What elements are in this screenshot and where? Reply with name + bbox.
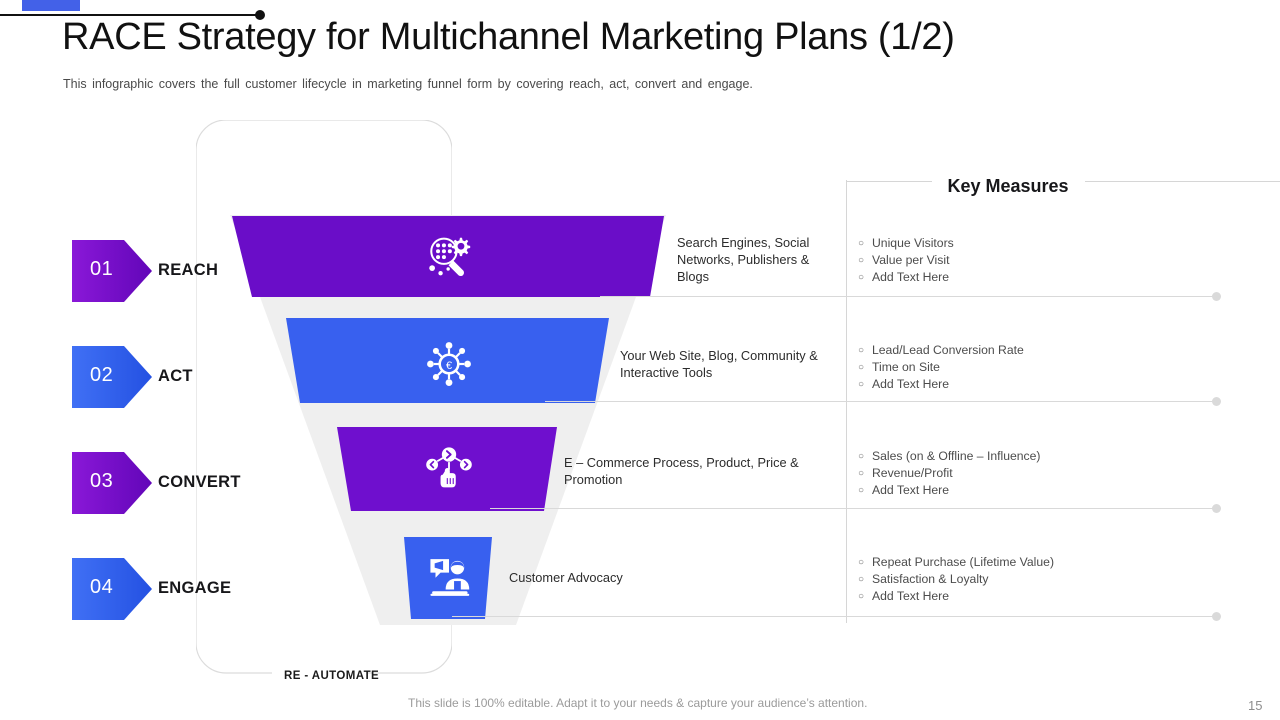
bullet-icon: ○ — [858, 379, 865, 390]
page-subtitle: This infographic covers the full custome… — [63, 77, 753, 91]
chevron-shape — [72, 240, 152, 302]
list-item-label: Satisfaction & Loyalty — [872, 572, 989, 586]
funnel-graphic — [230, 215, 666, 625]
list-item: ○ Value per Visit — [858, 253, 954, 268]
key-measures-divider-dot-1 — [1212, 292, 1221, 301]
list-item: ○ Repeat Purchase (Lifetime Value) — [858, 555, 1054, 570]
list-item-label: Add Text Here — [872, 589, 950, 603]
chevron-shape — [72, 558, 152, 620]
list-item: ○ Revenue/Profit — [858, 466, 1040, 481]
list-item: ○ Sales (on & Offline – Influence) — [858, 449, 1040, 464]
stage-description-reach: Search Engines, Social Networks, Publish… — [677, 235, 810, 285]
footer-note: This slide is 100% editable. Adapt it to… — [408, 696, 868, 710]
step-label-engage: ENGAGE — [158, 579, 232, 597]
step-label-act: ACT — [158, 367, 193, 385]
bullet-icon: ○ — [858, 468, 865, 479]
step-number: 04 — [90, 576, 114, 598]
key-measures-divider-3 — [490, 508, 1216, 509]
re-automate-label: RE - AUTOMATE — [284, 670, 380, 682]
list-item-label: Value per Visit — [872, 253, 950, 267]
step-label-reach: REACH — [158, 261, 219, 279]
key-measures-group-reach: ○ Unique Visitors ○ Value per Visit ○ Ad… — [858, 236, 954, 287]
step-number: 03 — [90, 470, 114, 492]
bullet-icon: ○ — [858, 557, 865, 568]
list-item: ○ Lead/Lead Conversion Rate — [858, 343, 1024, 358]
step-label-convert: CONVERT — [158, 473, 241, 491]
bullet-icon: ○ — [858, 591, 865, 602]
bullet-icon: ○ — [858, 255, 865, 266]
bullet-icon: ○ — [858, 451, 865, 462]
list-item-label: Unique Visitors — [872, 236, 954, 250]
page-number: 15 — [1248, 698, 1263, 713]
bullet-icon: ○ — [858, 345, 865, 356]
key-measures-divider-4 — [452, 616, 1216, 617]
list-item: ○ Time on Site — [858, 360, 1024, 375]
bullet-icon: ○ — [858, 272, 865, 283]
list-item-label: Revenue/Profit — [872, 466, 953, 480]
step-number: 01 — [90, 258, 114, 280]
stage-description-act: Your Web Site, Blog, Community & Interac… — [620, 348, 818, 381]
list-item-label: Time on Site — [872, 360, 940, 374]
chevron-shape — [72, 346, 152, 408]
key-measures-divider-2 — [545, 401, 1216, 402]
list-item: ○ Satisfaction & Loyalty — [858, 572, 1054, 587]
key-measures-group-convert: ○ Sales (on & Offline – Influence) ○ Rev… — [858, 449, 1040, 500]
key-measures-group-engage: ○ Repeat Purchase (Lifetime Value) ○ Sat… — [858, 555, 1054, 606]
key-measures-divider-1 — [600, 296, 1216, 297]
header-rule — [0, 14, 260, 16]
bullet-icon: ○ — [858, 238, 865, 249]
list-item: ○ Add Text Here — [858, 483, 1040, 498]
key-measures-title-rule-left — [846, 181, 932, 182]
list-item: ○ Add Text Here — [858, 377, 1024, 392]
stage-description-engage: Customer Advocacy — [509, 570, 623, 585]
key-measures-divider-dot-4 — [1212, 612, 1221, 621]
bullet-icon: ○ — [858, 362, 865, 373]
list-item-label: Sales (on & Offline – Influence) — [872, 449, 1041, 463]
key-measures-title: Key Measures — [947, 176, 1069, 196]
list-item: ○ Add Text Here — [858, 589, 1054, 604]
funnel-frame — [196, 120, 452, 674]
list-item-label: Lead/Lead Conversion Rate — [872, 343, 1024, 357]
list-item-label: Add Text Here — [872, 377, 950, 391]
chevron-shape — [72, 452, 152, 514]
key-measures-divider-dot-3 — [1212, 504, 1221, 513]
key-measures-divider-dot-2 — [1212, 397, 1221, 406]
list-item-label: Add Text Here — [872, 270, 950, 284]
header-dot-icon — [255, 10, 265, 20]
accent-bar — [22, 0, 80, 11]
bullet-icon: ○ — [858, 574, 865, 585]
list-item: ○ Unique Visitors — [858, 236, 954, 251]
stage-description-convert: E – Commerce Process, Product, Price & P… — [564, 455, 799, 488]
list-item: ○ Add Text Here — [858, 270, 954, 285]
step-number: 02 — [90, 364, 114, 386]
list-item-label: Add Text Here — [872, 483, 950, 497]
key-measures-title-rule-right — [1085, 181, 1280, 182]
bullet-icon: ○ — [858, 485, 865, 496]
key-measures-group-act: ○ Lead/Lead Conversion Rate ○ Time on Si… — [858, 343, 1024, 394]
page-title: RACE Strategy for Multichannel Marketing… — [62, 16, 955, 58]
list-item-label: Repeat Purchase (Lifetime Value) — [872, 555, 1055, 569]
